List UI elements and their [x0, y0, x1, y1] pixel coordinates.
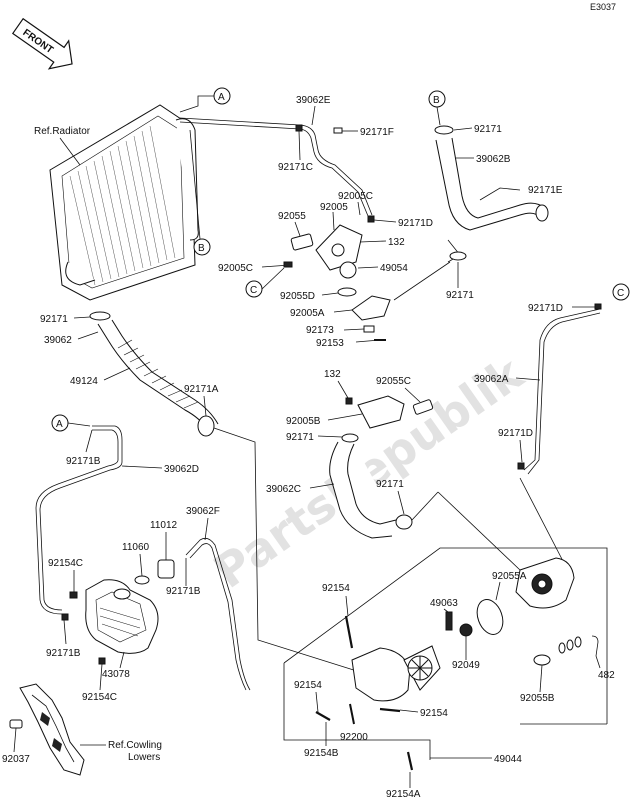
label-49044: 49044 — [494, 754, 522, 765]
clip-92037 — [9, 719, 23, 729]
label-39062b: 39062B — [476, 154, 511, 165]
label-39062c: 39062C — [266, 484, 301, 495]
label-92171d-r: 92171D — [528, 303, 563, 314]
label-92171-m2: 92171 — [376, 479, 404, 490]
label-482: 482 — [598, 670, 615, 681]
label-92055d: 92055D — [280, 291, 315, 302]
marker-b-right-label: B — [433, 95, 440, 106]
label-39062e: 39062E — [296, 95, 331, 106]
label-39062a: 39062A — [474, 374, 509, 385]
label-92200: 92200 — [340, 732, 368, 743]
marker-a-top-label: A — [218, 92, 225, 103]
fitting-92005b — [357, 395, 405, 429]
label-39062d: 39062D — [164, 464, 199, 475]
nut-92049 — [459, 623, 473, 637]
label-92171d-top: 92171D — [398, 218, 433, 229]
cowling-lower — [19, 683, 85, 776]
clamp-92171-l1 — [89, 311, 111, 321]
label-92005: 92005 — [320, 202, 348, 213]
label-92005c: 92005C — [338, 191, 373, 202]
label-92049: 92049 — [452, 660, 480, 671]
label-92005b: 92005B — [286, 416, 321, 427]
label-92154b: 92154B — [304, 748, 339, 759]
label-92171f: 92171F — [360, 127, 394, 138]
label-92154c-1: 92154C — [48, 558, 83, 569]
marker-b-left-label: B — [198, 243, 205, 254]
label-92173: 92173 — [306, 325, 334, 336]
clamp-92171-m — [341, 433, 359, 443]
seal-49063 — [445, 611, 453, 631]
cap-11012 — [157, 559, 175, 579]
front-arrow-icon: FRONT — [11, 17, 73, 70]
clamp-92171a — [197, 415, 215, 437]
clamp-92171c — [295, 124, 303, 132]
label-92153: 92153 — [316, 338, 344, 349]
label-92055: 92055 — [278, 211, 306, 222]
label-11012: 11012 — [150, 520, 178, 531]
label-92171a: 92171A — [184, 384, 219, 395]
label-92171b-m: 92171B — [166, 586, 201, 597]
label-ref-cowling-1: Ref.Cowling — [108, 740, 162, 751]
label-92055b: 92055B — [520, 693, 555, 704]
label-11060: 11060 — [122, 542, 150, 553]
label-92171d-r2: 92171D — [498, 428, 533, 439]
pump-small-parts — [558, 635, 599, 657]
diagram-code: E3037 — [590, 2, 616, 12]
label-92171b-b: 92171B — [46, 648, 81, 659]
radiator — [49, 104, 199, 301]
label-92037: 92037 — [2, 754, 30, 765]
label-92171b-l: 92171B — [66, 456, 101, 467]
label-92154-2: 92154 — [294, 680, 322, 691]
label-92055c: 92055C — [376, 376, 411, 387]
label-43078: 43078 — [102, 669, 130, 680]
marker-b-left — [193, 238, 211, 256]
label-92055a: 92055A — [492, 571, 527, 582]
marker-c-right — [612, 283, 630, 301]
gasket-pump — [476, 599, 504, 635]
reservoir-tank-43078 — [85, 579, 159, 654]
gasket-92055 — [290, 233, 314, 251]
label-92171-l1: 92171 — [40, 314, 68, 325]
label-ref-cowling-2: Lowers — [128, 752, 160, 763]
gasket-11060 — [134, 575, 150, 585]
thermostat-49054 — [339, 261, 357, 279]
marker-c-left-label: C — [250, 285, 257, 296]
clamp-92171f — [333, 127, 343, 134]
label-92171-m: 92171 — [286, 432, 314, 443]
oring-92055b — [533, 654, 551, 666]
pump-cover-92055a — [515, 557, 575, 609]
label-49124: 49124 — [70, 376, 98, 387]
clamp-92171-m2 — [395, 514, 413, 530]
label-39062f: 39062F — [186, 506, 220, 517]
label-49063: 49063 — [430, 598, 458, 609]
label-92171-r1: 92171 — [474, 124, 502, 135]
fitting-92005a — [351, 295, 391, 321]
label-39062: 39062 — [44, 335, 72, 346]
clamp-92171-r2 — [449, 251, 467, 261]
clamp-92171-r1 — [434, 125, 454, 135]
label-92154-1: 92154 — [322, 583, 350, 594]
label-49054: 49054 — [380, 263, 408, 274]
label-92154c-2: 92154C — [82, 692, 117, 703]
marker-c-right-label: C — [617, 288, 624, 299]
ref-radiator-label: Ref.Radiator — [34, 126, 91, 137]
marker-a-left-label: A — [56, 419, 63, 430]
label-92154a: 92154A — [386, 789, 421, 800]
label-132-mid: 132 — [324, 369, 341, 380]
label-92171-r2: 92171 — [446, 290, 474, 301]
label-92171e: 92171E — [528, 185, 563, 196]
label-92154-3: 92154 — [420, 708, 448, 719]
label-92005c-b: 92005C — [218, 263, 253, 274]
oring-92055d — [337, 287, 357, 297]
water-pump-body — [351, 645, 441, 702]
pump-bracket-frame — [283, 547, 608, 760]
label-92171c: 92171C — [278, 162, 313, 173]
label-92005a: 92005A — [290, 308, 325, 319]
label-132-top: 132 — [388, 237, 405, 248]
gasket-92055c — [412, 399, 434, 415]
